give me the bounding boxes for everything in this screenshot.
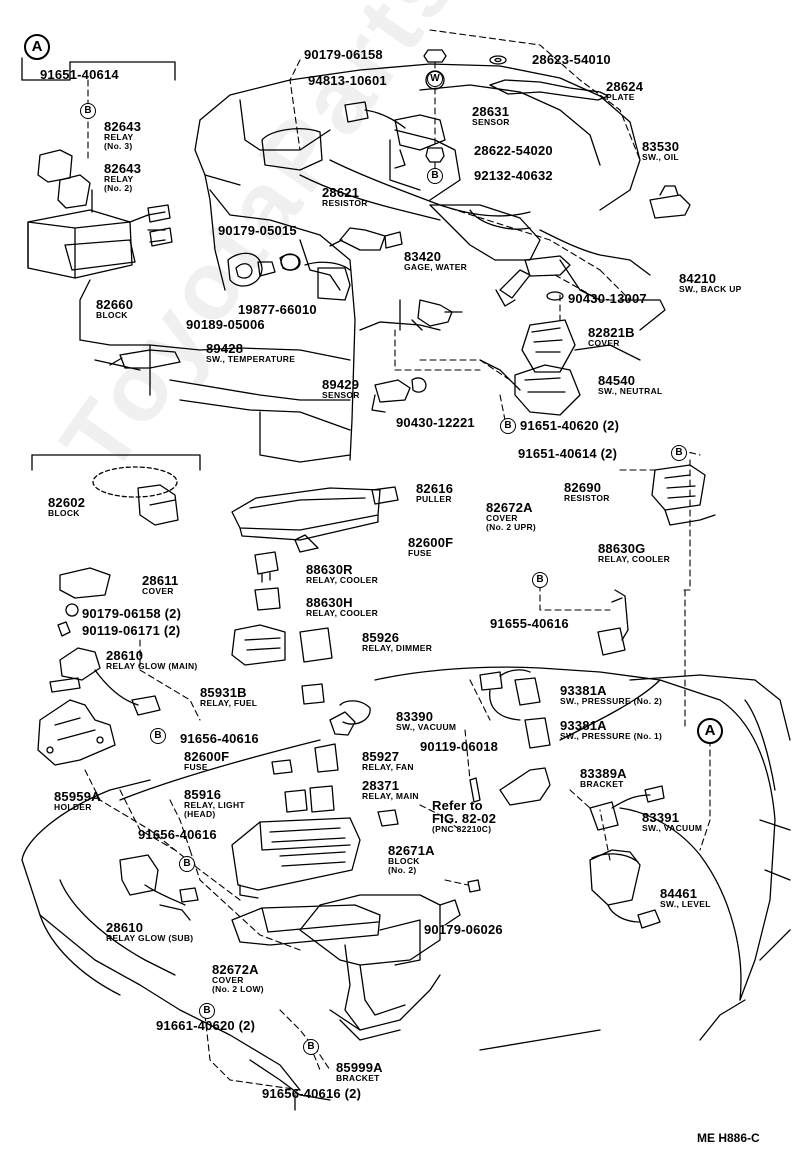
- ref-badge-b: B: [303, 1039, 319, 1055]
- relay-cluster-center: [232, 684, 480, 1040]
- part-label: 92132-40632: [474, 168, 553, 183]
- part-label: 91655-40616: [490, 616, 569, 631]
- leader-lines: [85, 30, 710, 1090]
- ref-badge-b: B: [500, 418, 516, 434]
- part-label: 90119-06018: [420, 739, 499, 754]
- part-label: 28623-54010: [532, 52, 611, 67]
- part-label: 91651-40614: [40, 67, 119, 82]
- part-label: 90179-06158: [304, 47, 383, 62]
- engine-parts: [110, 50, 715, 525]
- relay-block-middle: [32, 455, 398, 765]
- part-label: 90430-12221: [396, 415, 475, 430]
- part-label: 90179-05015: [218, 223, 297, 238]
- part-label: 91656-40616: [138, 827, 217, 842]
- part-label: 91661-40620 (2): [156, 1018, 256, 1033]
- vehicle-body-outline: [22, 667, 790, 1110]
- ref-badge-b: B: [532, 572, 548, 588]
- part-label: 28622-54020: [474, 143, 553, 158]
- ref-badge-b: B: [150, 728, 166, 744]
- section-marker-a: A: [24, 34, 50, 60]
- part-label: 90430-13007: [568, 291, 647, 306]
- part-label: 19877-66010: [238, 302, 317, 317]
- part-label: 90179-06158 (2): [82, 606, 182, 621]
- part-label: 90189-05006: [186, 317, 265, 332]
- part-label: 91651-40620 (2): [520, 418, 620, 433]
- drawing-code: ME H886-C: [697, 1131, 760, 1145]
- ref-badge-b: B: [199, 1003, 215, 1019]
- section-marker-a-right: A: [697, 718, 723, 744]
- part-label: 90179-06026: [424, 922, 503, 937]
- ref-badge-b: B: [179, 856, 195, 872]
- engine-illustration: [80, 64, 665, 462]
- ref-badge-w: W: [427, 71, 443, 87]
- part-label: 91656-40616 (2): [262, 1086, 362, 1101]
- right-side-parts: [120, 590, 664, 928]
- part-label: 91651-40614 (2): [518, 446, 618, 461]
- part-label: 91656-40616: [180, 731, 259, 746]
- relay-block-upper-left: [22, 58, 175, 278]
- part-label: 90119-06171 (2): [82, 623, 181, 638]
- ref-badge-b: B: [671, 445, 687, 461]
- ref-badge-b: B: [427, 168, 443, 184]
- ref-badge-b: B: [80, 103, 96, 119]
- part-label: 94813-10601: [308, 73, 387, 88]
